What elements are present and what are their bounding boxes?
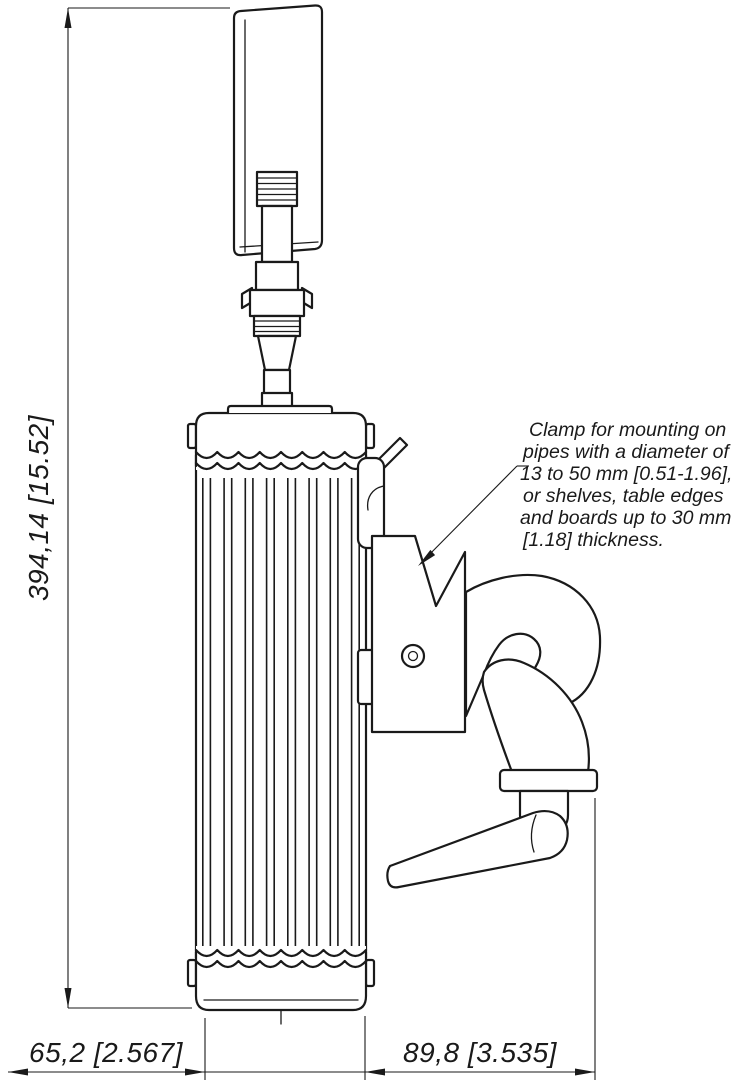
- clamp-bolt-inner: [407, 650, 419, 662]
- top-cap-tab-right: [364, 422, 376, 450]
- arrow-up-icon: [64, 8, 72, 28]
- lamp-body: [194, 453, 368, 960]
- top-scallop-line-1: [194, 450, 368, 460]
- latch-detail: [366, 485, 385, 511]
- hinge-block: [248, 288, 306, 318]
- joint-collar: [254, 260, 300, 292]
- arrow-right-icon: [185, 1068, 205, 1076]
- clamp-handle-boss-line: [530, 814, 537, 853]
- top-cap-tab-left: [186, 422, 198, 450]
- width-dimensions: 65,2 [2.567] 89,8 [3.535]: [8, 798, 596, 1080]
- clamp-plate: [370, 534, 467, 734]
- leader-line: [420, 465, 518, 564]
- ring-thread-lines: [253, 320, 301, 333]
- leader-arrow-icon: [418, 549, 436, 566]
- note-line-6: [1.18] thickness.: [522, 529, 664, 551]
- clamp-handle: [386, 809, 569, 889]
- note-line-5: and boards up to 30 mm: [520, 507, 731, 529]
- latch-body: [356, 456, 386, 550]
- note-line-1: Clamp for mounting on: [529, 419, 726, 441]
- note-line-2: pipes with a diameter of: [522, 441, 732, 463]
- arrow-down-icon: [64, 988, 72, 1008]
- note-line-3: 13 to 50 mm [0.51-1.96],: [520, 463, 732, 485]
- top-cap-plateau: [226, 404, 334, 415]
- body-top-cap: [186, 404, 376, 471]
- antenna-joint: [240, 170, 314, 416]
- body-bottom-cap: [186, 946, 376, 1025]
- arrow-right2-icon: [575, 1068, 595, 1076]
- clamp-washer: [498, 768, 599, 793]
- mounting-clamp: [356, 436, 602, 889]
- bottom-scallop-line-1: [194, 948, 368, 958]
- bottom-scallop-line-2: [194, 959, 368, 969]
- thread-lines: [256, 177, 298, 201]
- bottom-cap-tab-left: [186, 958, 198, 988]
- height-dimension-label: 394,14 [15.52]: [23, 414, 54, 601]
- stem-taper: [256, 334, 298, 372]
- top-cap-fill: [196, 413, 366, 470]
- bottom-cap-tab-right: [364, 958, 376, 988]
- stem-lower: [262, 368, 292, 396]
- clamp-jaw-lower: [481, 658, 590, 774]
- arrow-left2-icon: [365, 1068, 385, 1076]
- body-ribs: [202, 478, 361, 950]
- top-scallop-line-2: [194, 461, 368, 471]
- note-line-4: or shelves, table edges: [523, 485, 724, 507]
- bottom-right-dimension-label: 89,8 [3.535]: [403, 1037, 558, 1068]
- arrow-left-icon: [8, 1068, 28, 1076]
- clamp-note: Clamp for mounting on pipes with a diame…: [418, 419, 732, 566]
- bottom-left-dimension-label: 65,2 [2.567]: [29, 1037, 184, 1068]
- stem-upper: [260, 204, 294, 264]
- height-dimension: 394,14 [15.52]: [23, 7, 230, 1009]
- clamp-bolt-outer: [400, 643, 426, 669]
